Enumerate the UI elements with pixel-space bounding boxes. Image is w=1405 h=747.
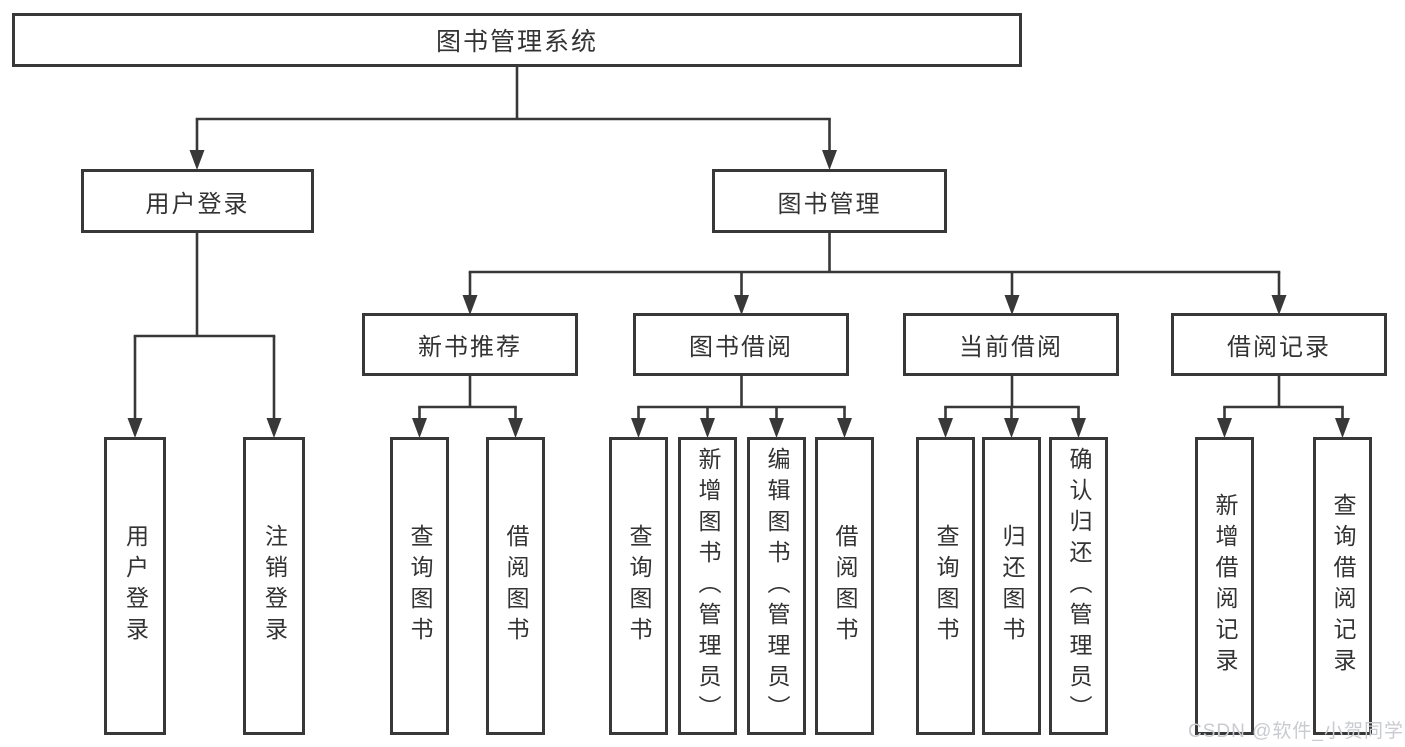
node-borrow-records: 借阅记录 (1171, 313, 1387, 376)
node-root-label: 图书管理系统 (435, 28, 598, 56)
node-leaf-current-query-books-label: 查询图书 (933, 524, 959, 648)
node-book-management: 图书管理 (712, 169, 947, 233)
node-book-borrow-label: 图书借阅 (689, 334, 793, 361)
connector-root-to-level2 (189, 67, 837, 170)
connector-current-borrow-to-leaves (938, 376, 1086, 438)
connector-borrow-records-to-leaves (1217, 376, 1350, 438)
node-leaf-user-login: 用户登录 (104, 437, 166, 735)
node-leaf-borrow-query-books-label: 查询图书 (626, 524, 652, 648)
node-book-management-label: 图书管理 (777, 190, 882, 218)
node-leaf-return-books: 归还图书 (982, 437, 1041, 735)
node-leaf-edit-books-admin-label: 编辑图书（管理员） (764, 446, 790, 726)
node-borrow-records-label: 借阅记录 (1227, 334, 1331, 361)
node-new-book-recommend-label: 新书推荐 (418, 334, 522, 361)
node-current-borrow: 当前借阅 (903, 313, 1119, 376)
node-leaf-confirm-return-admin: 确认归还（管理员） (1049, 437, 1108, 735)
node-leaf-borrow-query-books: 查询图书 (609, 437, 668, 735)
node-user-login: 用户登录 (81, 169, 314, 233)
connector-new-book-recommend-to-leaves (412, 376, 523, 438)
connector-user-login-to-leaves (127, 233, 282, 438)
node-leaf-logout-label: 注销登录 (261, 524, 288, 648)
node-new-book-recommend: 新书推荐 (362, 313, 578, 376)
node-current-borrow-label: 当前借阅 (959, 334, 1063, 361)
node-leaf-return-books-label: 归还图书 (999, 524, 1025, 648)
node-leaf-logout: 注销登录 (243, 437, 305, 735)
node-leaf-recommend-borrow-books-label: 借阅图书 (503, 524, 529, 648)
watermark-text: CSDN @软件_小贺同学 (1188, 721, 1404, 742)
node-leaf-current-query-books: 查询图书 (916, 437, 975, 735)
node-leaf-add-books-admin-label: 新增图书（管理员） (695, 446, 721, 726)
node-leaf-recommend-query-books: 查询图书 (390, 437, 449, 735)
node-leaf-borrow-books-label: 借阅图书 (832, 524, 858, 648)
node-leaf-confirm-return-admin-label: 确认归还（管理员） (1066, 446, 1092, 726)
node-leaf-user-login-label: 用户登录 (122, 524, 149, 648)
node-user-login-label: 用户登录 (145, 190, 250, 218)
node-leaf-edit-books-admin: 编辑图书（管理员） (747, 437, 806, 735)
node-book-borrow: 图书借阅 (633, 313, 849, 376)
node-leaf-borrow-books: 借阅图书 (815, 437, 874, 735)
node-leaf-add-borrow-record: 新增借阅记录 (1195, 437, 1254, 735)
node-leaf-recommend-query-books-label: 查询图书 (407, 524, 433, 648)
node-leaf-add-borrow-record-label: 新增借阅记录 (1212, 493, 1238, 679)
node-leaf-add-books-admin: 新增图书（管理员） (678, 437, 737, 735)
node-root: 图书管理系统 (12, 13, 1022, 67)
connector-book-management-to-level3 (462, 233, 1287, 315)
node-leaf-query-borrow-record-label: 查询借阅记录 (1330, 493, 1356, 679)
node-leaf-query-borrow-record: 查询借阅记录 (1313, 437, 1372, 735)
node-leaf-recommend-borrow-books: 借阅图书 (486, 437, 545, 735)
connector-book-borrow-to-leaves (631, 376, 852, 438)
